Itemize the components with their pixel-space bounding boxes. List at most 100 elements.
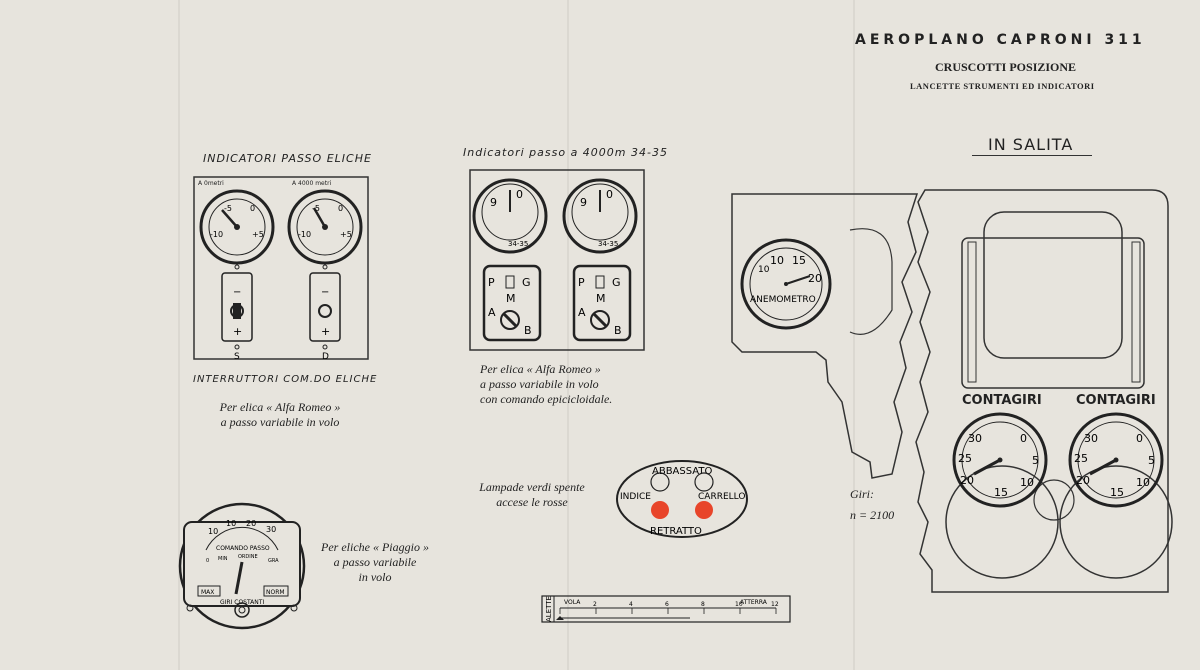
svg-text:+: +	[321, 325, 330, 338]
gauge-tick: -10	[298, 230, 311, 239]
svg-text:COMANDO PASSO: COMANDO PASSO	[216, 545, 270, 552]
svg-text:2: 2	[593, 601, 597, 608]
panel1-label-left: A 0metri	[198, 180, 224, 187]
svg-text:15: 15	[792, 254, 806, 267]
landing-gear-indicator: ABBASSATO INDICE CARRELLO RETRATTO	[616, 460, 748, 538]
svg-text:12: 12	[771, 601, 779, 608]
document-subtitle: CRUSCOTTI POSIZIONE	[935, 60, 1077, 74]
svg-text:10: 10	[1136, 476, 1150, 489]
underline	[972, 155, 1092, 156]
svg-text:15: 15	[1110, 486, 1124, 499]
svg-text:G: G	[522, 276, 531, 289]
contagiri-left-label: CONTAGIRI	[962, 393, 1042, 408]
svg-text:25: 25	[958, 452, 972, 465]
svg-text:30: 30	[1084, 432, 1098, 445]
svg-text:10: 10	[770, 254, 784, 267]
svg-text:20: 20	[808, 272, 822, 285]
alfa-romeo-panel: 9 0 34-35 9 0 34-35 P G M A B P G M A B	[469, 169, 645, 351]
selector-right: P G M A B	[572, 264, 632, 342]
svg-text:0: 0	[606, 188, 613, 201]
panel1-title: INDICATORI PASSO ELICHE	[203, 152, 372, 165]
svg-text:9: 9	[580, 196, 587, 209]
anemometro-label: ANEMOMETRO	[750, 295, 816, 305]
svg-text:0: 0	[516, 188, 523, 201]
switch-label-s: S	[234, 352, 240, 362]
svg-text:A: A	[488, 306, 496, 319]
gauge-tick: -5	[224, 204, 232, 213]
svg-text:34-35: 34-35	[598, 240, 618, 248]
svg-text:RETRATTO: RETRATTO	[650, 526, 702, 537]
svg-text:34-35: 34-35	[508, 240, 528, 248]
panel1-footer: INTERRUTTORI COM.DO ELICHE	[193, 374, 378, 385]
svg-text:30: 30	[266, 525, 276, 534]
svg-text:30: 30	[968, 432, 982, 445]
tachometer-left: 30 0 25 5 20 10 15	[952, 412, 1048, 508]
svg-text:B: B	[524, 324, 532, 337]
svg-text:ORDINE: ORDINE	[238, 554, 258, 560]
tachometers: 30 0 25 5 20 10 15 30 0 25 5 20 10 15	[952, 412, 1164, 508]
svg-text:10: 10	[208, 527, 218, 536]
svg-text:MAX: MAX	[201, 589, 214, 596]
svg-text:B: B	[614, 324, 622, 337]
svg-text:G: G	[612, 276, 621, 289]
gauge-tick: +5	[252, 230, 264, 239]
svg-text:5: 5	[1148, 454, 1155, 467]
svg-text:ATTERRA: ATTERRA	[740, 599, 768, 606]
svg-text:4: 4	[629, 601, 633, 608]
panel2-caption: Per elica « Alfa Romeo » a passo variabi…	[480, 362, 613, 406]
svg-text:INDICE: INDICE	[620, 492, 651, 502]
red-lamp-left	[651, 501, 669, 519]
gauge-tick: -5	[312, 204, 320, 213]
svg-text:0: 0	[1136, 432, 1143, 445]
svg-text:10: 10	[226, 519, 236, 528]
cockpit-dashboard	[731, 189, 1173, 593]
panel3-caption: Per eliche « Piaggio » a passo variabile…	[321, 540, 429, 584]
svg-text:+: +	[233, 325, 242, 338]
svg-text:P: P	[578, 276, 585, 289]
green-lamp-left	[650, 472, 670, 492]
pitch-gauge-right: -10 -5 0 +5	[287, 189, 363, 265]
fold-line	[567, 0, 569, 670]
passo-eliche-panel: A 0metri A 4000 metri -10 -5 0 +5 -10 -5…	[193, 176, 369, 362]
svg-text:15: 15	[994, 486, 1008, 499]
svg-text:0: 0	[1020, 432, 1027, 445]
svg-text:VOLA: VOLA	[564, 599, 581, 606]
panel1-caption: Per elica « Alfa Romeo » a passo variabi…	[219, 400, 341, 429]
pitch-gauge-left: -10 -5 0 +5	[199, 189, 275, 265]
tachometer-right: 30 0 25 5 20 10 15	[1068, 412, 1164, 508]
document-subtitle-2: LANCETTE STRUMENTI ED INDICATORI	[910, 81, 1095, 91]
svg-text:MIN: MIN	[218, 556, 228, 562]
svg-text:−: −	[321, 287, 329, 298]
svg-text:10: 10	[758, 265, 770, 275]
svg-text:0: 0	[206, 558, 209, 564]
fold-line	[853, 0, 855, 670]
svg-text:ABBASSATO: ABBASSATO	[652, 466, 712, 477]
svg-text:GRA: GRA	[268, 558, 279, 564]
gauge-tick: 0	[338, 204, 343, 213]
switch-right: − +	[309, 264, 341, 350]
svg-text:10: 10	[735, 601, 743, 608]
svg-text:8: 8	[701, 601, 705, 608]
airspeed-gauge: 10 10 15 20 ANEMOMETRO	[740, 238, 832, 330]
svg-text:ALETTE: ALETTE	[545, 596, 553, 622]
panel1-label-right: A 4000 metri	[292, 180, 332, 187]
pitch-indicator-right: 9 0 34-35	[562, 178, 638, 254]
svg-text:20: 20	[1076, 474, 1090, 487]
pitch-indicator-left: 9 0 34-35	[472, 178, 548, 254]
gauge-tick: 0	[250, 204, 255, 213]
gauge-tick: +5	[340, 230, 352, 239]
giri-label: Giri:	[850, 487, 874, 501]
in-salita-label: IN SALITA	[988, 135, 1074, 154]
svg-text:−: −	[233, 287, 241, 298]
lamps-note: Lampade verdi spente accese le rosse	[479, 480, 585, 509]
red-lamp-right	[695, 501, 713, 519]
svg-text:M: M	[506, 292, 516, 305]
svg-text:P: P	[488, 276, 495, 289]
document-title: AEROPLANO CAPRONI 311	[855, 32, 1146, 48]
gauge-tick: -10	[210, 230, 223, 239]
panel2-title: Indicatori passo a 4000m 34-35	[463, 146, 668, 159]
piaggio-pitch-control: 10 10 20 30 COMANDO PASSO 0 MIN ORDINE G…	[178, 502, 306, 630]
svg-text:10: 10	[1020, 476, 1034, 489]
flaps-trim-scale: ALETTE VOLA ATTERRA 2 4 6 8 10 12	[541, 595, 791, 623]
svg-text:20: 20	[246, 519, 256, 528]
